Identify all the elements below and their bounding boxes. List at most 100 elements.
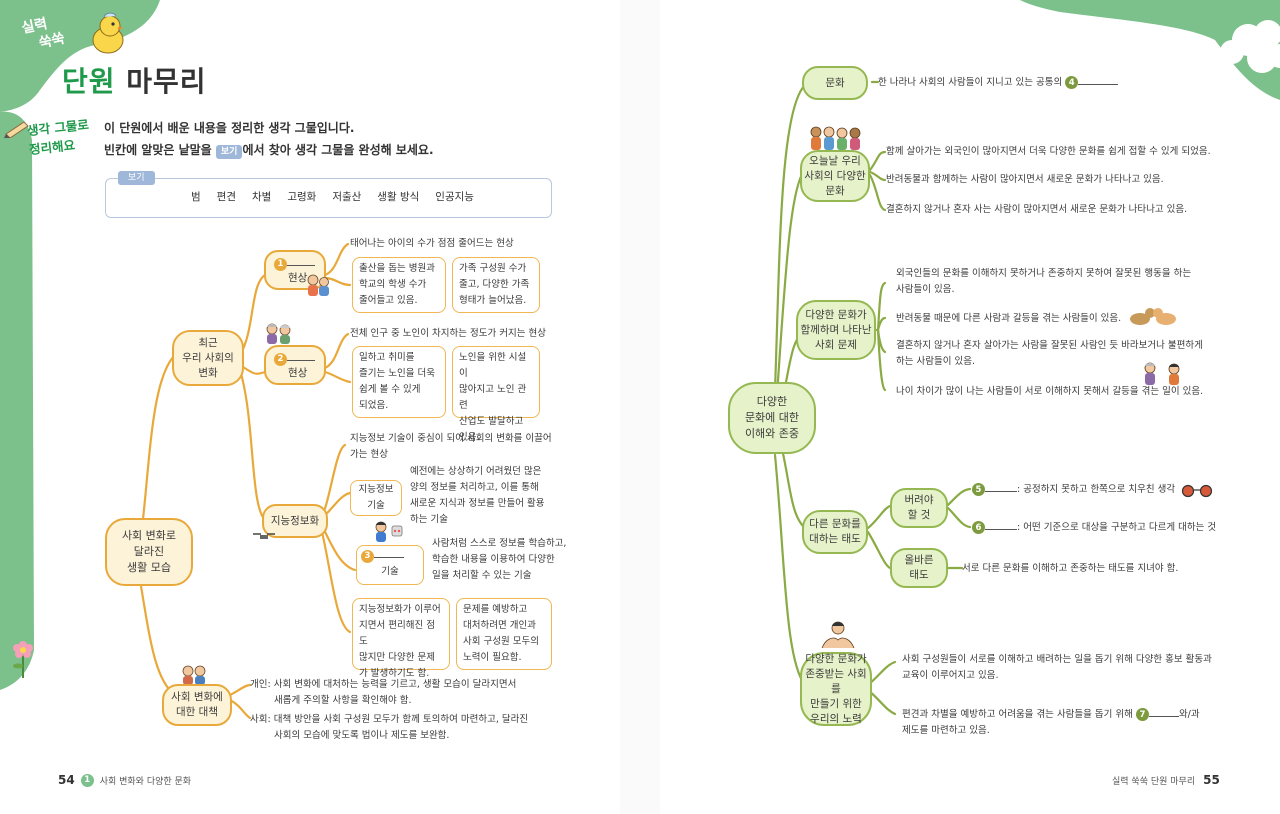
intelligent-info-node: 지능정보화 bbox=[262, 504, 328, 538]
right-root-line: 다양한 bbox=[756, 395, 788, 408]
response-line: 대한 대책 bbox=[176, 706, 218, 718]
recent-line: 우리 사회의 bbox=[182, 351, 234, 364]
pencil-icon bbox=[4, 121, 29, 138]
intro-part-b: 에서 찾아 생각 그물을 완성해 보세요. bbox=[242, 143, 434, 157]
desc-line: 사회 구성원들이 서로를 이해하고 배려하는 일을 돕기 위해 다양한 홍보 활… bbox=[902, 654, 1212, 665]
desc-line: 새롭게 주의할 사항을 확인해야 함. bbox=[274, 695, 412, 706]
box-line: 지능정보화가 이루어 bbox=[359, 604, 441, 615]
answer-blank-2[interactable] bbox=[287, 350, 315, 361]
culture-desc: 한 나라나 사회의 사람들이 지니고 있는 공통의 4 bbox=[878, 74, 1119, 91]
box-line: 되었음. bbox=[359, 400, 389, 411]
desc-line: 개인: 사회 변화에 대처하는 능력을 기르고, 생활 모습이 달라지면서 bbox=[250, 679, 517, 690]
desc-line: 지능정보 기술이 중심이 되어 사회의 변화를 이끌어 bbox=[350, 433, 552, 444]
phenomenon-2-node: 2 현상 bbox=[264, 345, 326, 385]
page-title: 단원 마무리 bbox=[62, 60, 207, 100]
today-line: 오늘날 우리 bbox=[809, 154, 861, 167]
right-root-line: 문화에 대한 bbox=[744, 411, 800, 424]
box-line: 노력이 필요함. bbox=[463, 652, 522, 663]
box-line: 지면서 편리해진 점도 bbox=[359, 620, 435, 647]
pets-conflict-icon bbox=[1130, 308, 1176, 325]
bogi-words: 범 편견 차별 고령화 저출산 생활 방식 인공지능 bbox=[191, 189, 474, 204]
bogi-box: 보기 범 편견 차별 고령화 저출산 생활 방식 인공지능 bbox=[105, 171, 552, 218]
response-line: 사회 변화에 bbox=[171, 691, 223, 703]
effort-item-1: 사회 구성원들이 서로를 이해하고 배려하는 일을 돕기 위해 다양한 홍보 활… bbox=[902, 652, 1212, 684]
intro: 이 단원에서 배운 내용을 정리한 생각 그물입니다. 빈칸에 알맞은 낱말을 … bbox=[104, 117, 434, 161]
answer-blank-6[interactable] bbox=[985, 519, 1017, 530]
effort-line: 우리의 노력 bbox=[810, 712, 862, 725]
bogi-label: 보기 bbox=[118, 171, 155, 185]
phenomenon-2-desc: 전체 인구 중 노인이 차지하는 정도가 커지는 현상 bbox=[350, 328, 546, 339]
left-connectors bbox=[138, 242, 357, 720]
box-line: 대처하려면 개인과 bbox=[463, 620, 536, 631]
correct-item-1: 서로 다른 문화를 이해하고 존중하는 태도를 지녀야 함. bbox=[962, 563, 1179, 574]
box-line: 즐기는 노인을 더욱 bbox=[359, 368, 435, 379]
answer-blank-5[interactable] bbox=[985, 481, 1017, 492]
desc-line: 가는 현상 bbox=[350, 449, 388, 460]
blank-number-3: 3 bbox=[361, 549, 374, 563]
unit-title: 사회 변화와 다양한 문화 bbox=[99, 776, 192, 787]
family-illustration-icon bbox=[307, 274, 329, 296]
flower-icon bbox=[13, 641, 33, 678]
box-line: 가 발생하기도 함. bbox=[359, 668, 430, 679]
bogi-word: 고령화 bbox=[287, 191, 317, 203]
bogi-word: 저출산 bbox=[332, 191, 362, 203]
intro-part-a: 빈칸에 알맞은 낱말을 bbox=[104, 143, 212, 157]
box-line: 사회 구성원 모두의 bbox=[463, 636, 539, 647]
box-line: 쉽게 볼 수 있게 bbox=[359, 384, 421, 395]
desc-line: 양의 정보를 처리하고, 이를 통해 bbox=[410, 482, 539, 493]
answer-blank-7[interactable] bbox=[1148, 706, 1179, 717]
blank-number-7: 7 bbox=[1135, 708, 1149, 721]
recent-line: 변화 bbox=[198, 366, 218, 379]
problem-item-2: 반려동물 때문에 다른 사람과 갈등을 겪는 사람들이 있음. bbox=[896, 313, 1122, 324]
avoid-item-1: 5: 공정하지 못하고 한쪽으로 치우친 생각 bbox=[972, 481, 1175, 498]
desc-line: 사회: 대책 방안을 사회 구성원 모두가 함께 토의하여 마련하고, 달라진 bbox=[250, 714, 529, 725]
box-line: 많지만 다양한 문제 bbox=[359, 652, 435, 663]
title-part-a: 단원 bbox=[62, 65, 116, 98]
effort-text-b: 와/과 bbox=[1178, 709, 1200, 720]
answer-blank-4[interactable] bbox=[1078, 74, 1119, 85]
answer-blank-3[interactable] bbox=[374, 547, 404, 558]
desc-line: 외국인들의 문화를 이해하지 못하거나 존중하지 못하여 잘못된 행동을 하는 bbox=[896, 268, 1192, 279]
bogi-word: 차별 bbox=[252, 191, 272, 203]
attitude-line: 다른 문화를 bbox=[809, 518, 861, 530]
box-line: 일하고 취미를 bbox=[359, 352, 415, 363]
effort-text-c: 제도를 마련하고 있음. bbox=[902, 725, 990, 736]
box-line: 가족 구성원 수가 bbox=[459, 263, 527, 274]
desc-line: 사람들이 있음. bbox=[896, 284, 955, 295]
blank-number-1: 1 bbox=[274, 257, 287, 271]
intro-bogi-tag: 보기 bbox=[215, 145, 243, 159]
section-name: 실력 쑥쑥 단원 마무리 bbox=[1112, 776, 1196, 787]
intro-line-1: 이 단원에서 배운 내용을 정리한 생각 그물입니다. bbox=[104, 121, 355, 135]
bogi-word: 인공지능 bbox=[435, 191, 474, 203]
desc-line: 일을 처리할 수 있는 기술 bbox=[432, 570, 532, 581]
culture-node: 문화 bbox=[802, 66, 868, 100]
answer-blank-1[interactable] bbox=[287, 255, 315, 266]
chick-icon bbox=[92, 12, 124, 54]
attitude-line: 대하는 태도 bbox=[809, 533, 861, 545]
today-line: 사회의 다양한 bbox=[804, 169, 866, 182]
unit-number-badge: 1 bbox=[80, 773, 94, 787]
right-root-line: 이해와 존중 bbox=[744, 427, 800, 440]
culture-label: 문화 bbox=[825, 76, 845, 89]
box-line: 출산을 돕는 병원과 bbox=[359, 263, 435, 274]
phenomenon-2-label: 현상 bbox=[288, 366, 308, 379]
phenomenon-1-desc: 태어나는 아이의 수가 점점 줄어드는 현상 bbox=[350, 238, 514, 249]
desc-line: 하는 기술 bbox=[410, 514, 448, 525]
box-line: 학교의 학생 수가 bbox=[359, 279, 427, 290]
